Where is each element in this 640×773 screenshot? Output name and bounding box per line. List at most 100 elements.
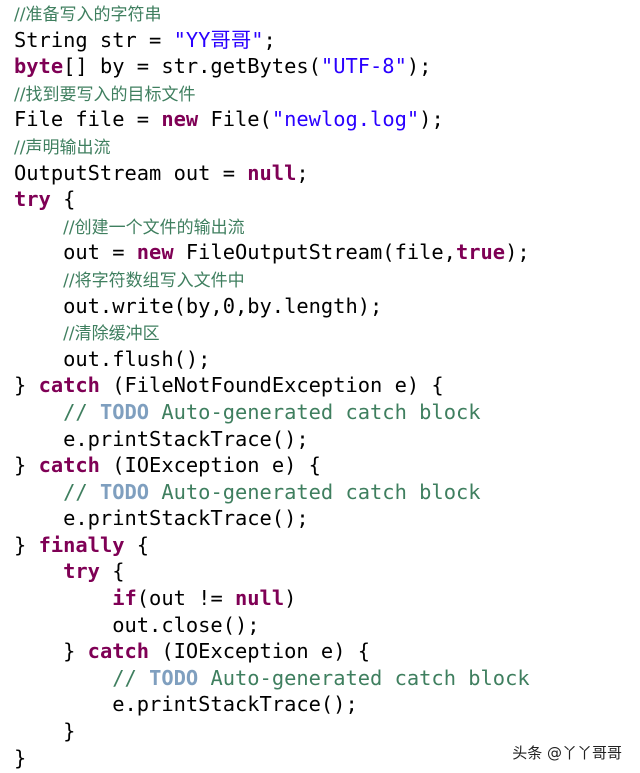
code-token: e.printStackTrace(); (14, 506, 309, 531)
code-token: } (14, 453, 39, 478)
code-token: catch (38, 373, 100, 398)
code-line: } catch (IOException e) { (14, 452, 630, 479)
code-line: out.write(by,0,by.length); (14, 293, 630, 320)
code-line: //声明输出流 (14, 133, 630, 160)
code-token: FileOutputStream(file, (173, 240, 456, 265)
code-token: ; (263, 27, 276, 52)
code-token: } (14, 745, 27, 770)
code-token: e.printStackTrace(); (14, 692, 358, 717)
code-line: } (14, 745, 630, 772)
code-token: TODO (149, 665, 199, 690)
code-line: //清除缓冲区 (14, 319, 630, 346)
code-line: out.flush(); (14, 346, 630, 373)
code-token: "newlog.log" (271, 107, 420, 132)
code-line: } (14, 718, 630, 745)
code-line: } catch (IOException e) { (14, 638, 630, 665)
watermark: 头条 @丫丫哥哥 (508, 740, 626, 765)
code-token: out.write(by,0,by.length); (14, 293, 383, 318)
code-line: String str = "YY哥哥"; (14, 27, 630, 54)
code-line: try { (14, 186, 630, 213)
code-token: // (63, 399, 100, 424)
code-token: if (112, 586, 137, 611)
code-line: //准备写入的字符串 (14, 0, 630, 27)
code-line: } finally { (14, 532, 630, 559)
code-line: } catch (FileNotFoundException e) { (14, 372, 630, 399)
code-token: //创建一个文件的输出流 (63, 217, 245, 238)
code-token: String str = (14, 27, 174, 52)
code-token: { (99, 559, 125, 584)
code-token: OutputStream out = (14, 160, 248, 185)
code-token: Auto-generated catch block (149, 399, 481, 424)
code-token: finally (38, 532, 125, 557)
code-token: e.printStackTrace(); (14, 426, 309, 451)
code-token (14, 586, 112, 610)
code-token: "YY哥哥" (173, 27, 264, 52)
code-line: out.close(); (14, 612, 630, 639)
code-line: // TODO Auto-generated catch block (14, 665, 630, 692)
code-token: out = (14, 240, 137, 265)
code-token: } (14, 532, 39, 557)
code-token: ); (419, 107, 444, 132)
code-line: out = new FileOutputStream(file,true); (14, 239, 630, 266)
code-token: (IOException e) { (99, 453, 321, 478)
code-token: ); (505, 240, 530, 265)
code-token: TODO (99, 399, 150, 424)
code-token: ; (296, 160, 309, 185)
code-token (14, 480, 63, 504)
code-token: //清除缓冲区 (63, 324, 160, 345)
code-token: // (63, 479, 100, 504)
code-line: // TODO Auto-generated catch block (14, 479, 630, 506)
code-token: } (14, 719, 76, 744)
code-token: ) (284, 586, 297, 611)
code-token: ); (406, 54, 432, 79)
code-token: //找到要写入的目标文件 (14, 84, 196, 105)
code-token: catch (87, 639, 150, 664)
code-token: //准备写入的字符串 (14, 5, 162, 25)
code-token (14, 320, 63, 344)
code-token: } (14, 373, 39, 398)
code-token: //声明输出流 (14, 137, 111, 158)
code-line: //将字符数组写入文件中 (14, 266, 630, 293)
code-token: null (235, 586, 285, 611)
code-line: e.printStackTrace(); (14, 691, 630, 718)
code-token: byte (14, 54, 64, 79)
code-token (14, 214, 63, 238)
code-token: true (455, 240, 506, 265)
code-token: } (14, 639, 88, 664)
code-token: Auto-generated catch block (198, 665, 530, 690)
code-token: TODO (99, 479, 150, 504)
code-token: // (112, 665, 150, 690)
code-line: byte[] by = str.getBytes("UTF-8"); (14, 53, 630, 80)
code-token (14, 400, 63, 424)
code-token: try (14, 187, 51, 212)
code-line: if(out != null) (14, 585, 630, 612)
code-token: (out != (136, 586, 235, 611)
code-token (14, 559, 63, 583)
code-token: out.close(); (14, 612, 260, 637)
code-token: Auto-generated catch block (149, 479, 481, 504)
code-token (14, 666, 112, 690)
code-token: File( (198, 107, 272, 132)
code-line: // TODO Auto-generated catch block (14, 399, 630, 426)
code-token: try (63, 559, 100, 584)
code-token: [] by = str.getBytes( (63, 54, 321, 79)
code-token: { (50, 187, 76, 212)
code-line: e.printStackTrace(); (14, 426, 630, 453)
code-line: e.printStackTrace(); (14, 505, 630, 532)
code-token (14, 267, 63, 291)
code-line: File file = new File("newlog.log"); (14, 106, 630, 133)
code-token: "UTF-8" (320, 54, 407, 79)
code-token: //将字符数组写入文件中 (63, 270, 245, 291)
code-token: File file = (14, 107, 162, 132)
code-line: //找到要写入的目标文件 (14, 80, 630, 107)
code-line: //创建一个文件的输出流 (14, 213, 630, 240)
code-token: catch (38, 453, 100, 478)
code-token: new (136, 240, 174, 265)
code-token: out.flush(); (14, 346, 211, 371)
code-token: null (247, 160, 297, 185)
code-token: new (161, 107, 199, 132)
code-token: (IOException e) { (149, 639, 371, 664)
code-token: (FileNotFoundException e) { (99, 373, 444, 398)
code-token: { (124, 532, 150, 557)
